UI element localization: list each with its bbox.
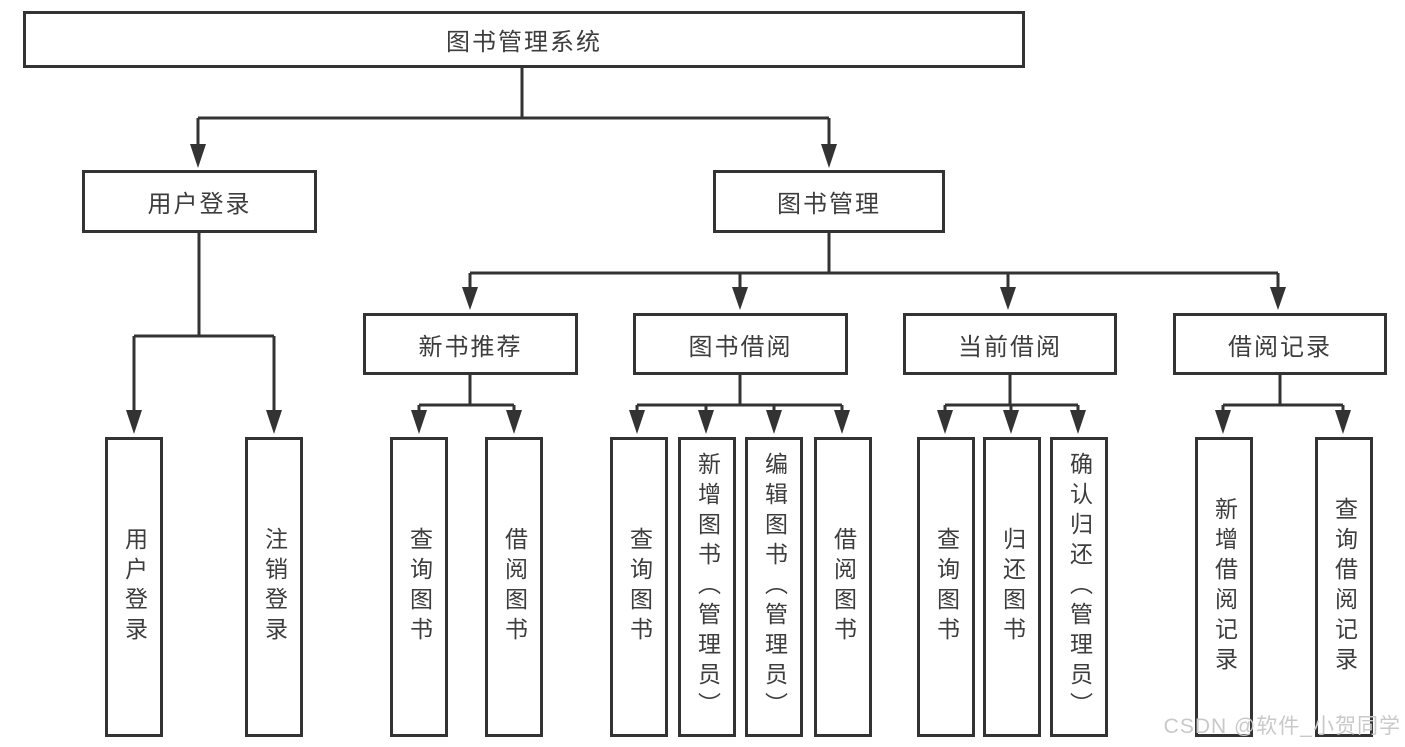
edge-borrow-record-branch xyxy=(1221,375,1345,412)
arrowhead xyxy=(821,144,837,168)
leaf-confirm-return-admin: 确认归还（管理员） xyxy=(1050,437,1108,737)
node-borrow-records: 借阅记录 xyxy=(1173,313,1387,375)
arrowhead xyxy=(1070,410,1086,434)
arrowhead xyxy=(732,287,748,310)
arrowhead xyxy=(190,144,206,168)
leaf-query-books-3: 查询图书 xyxy=(917,437,975,737)
node-current-borrow: 当前借阅 xyxy=(903,313,1117,375)
node-book-management: 图书管理 xyxy=(713,170,945,233)
edge-book-mgmt-branch xyxy=(468,233,1280,289)
node-book-borrow: 图书借阅 xyxy=(633,313,848,375)
edge-book-borrow-branch xyxy=(635,375,844,412)
arrowhead xyxy=(766,410,782,434)
node-library-system: 图书管理系统 xyxy=(23,11,1025,68)
arrowhead xyxy=(1003,410,1019,434)
edge-new-book-branch xyxy=(417,375,516,412)
leaf-return-books: 归还图书 xyxy=(983,437,1041,737)
arrowhead xyxy=(411,410,427,434)
edge-current-borrow-branch xyxy=(943,375,1080,412)
leaf-add-book-admin: 新增图书（管理员） xyxy=(678,437,736,737)
arrowhead xyxy=(1000,287,1016,310)
arrowhead xyxy=(266,410,282,434)
arrowhead xyxy=(629,410,645,434)
node-user-login: 用户登录 xyxy=(82,170,317,233)
leaf-edit-book-admin: 编辑图书（管理员） xyxy=(745,437,803,737)
arrowhead xyxy=(698,410,714,434)
leaf-borrow-books-2: 借阅图书 xyxy=(814,437,872,737)
leaf-user-login: 用户登录 xyxy=(105,437,163,737)
edge-root-branch xyxy=(196,68,831,147)
arrowhead xyxy=(1270,287,1286,310)
leaf-query-borrow-record: 查询借阅记录 xyxy=(1315,437,1373,737)
arrowhead xyxy=(462,287,478,310)
leaf-add-borrow-record: 新增借阅记录 xyxy=(1195,437,1253,737)
leaf-query-books-2: 查询图书 xyxy=(610,437,668,737)
arrowhead xyxy=(937,410,953,434)
edge-user-login-branch xyxy=(132,233,276,412)
arrowhead xyxy=(1215,410,1231,434)
watermark: CSDN @软件_小贺同学 xyxy=(1163,715,1401,738)
leaf-logout: 注销登录 xyxy=(245,437,303,737)
node-new-book-recommend: 新书推荐 xyxy=(363,313,578,375)
arrowhead xyxy=(126,410,142,434)
leaf-borrow-books-1: 借阅图书 xyxy=(485,437,543,737)
arrowhead xyxy=(834,410,850,434)
arrowhead xyxy=(1335,410,1351,434)
arrowhead xyxy=(506,410,522,434)
leaf-query-books-1: 查询图书 xyxy=(390,437,448,737)
